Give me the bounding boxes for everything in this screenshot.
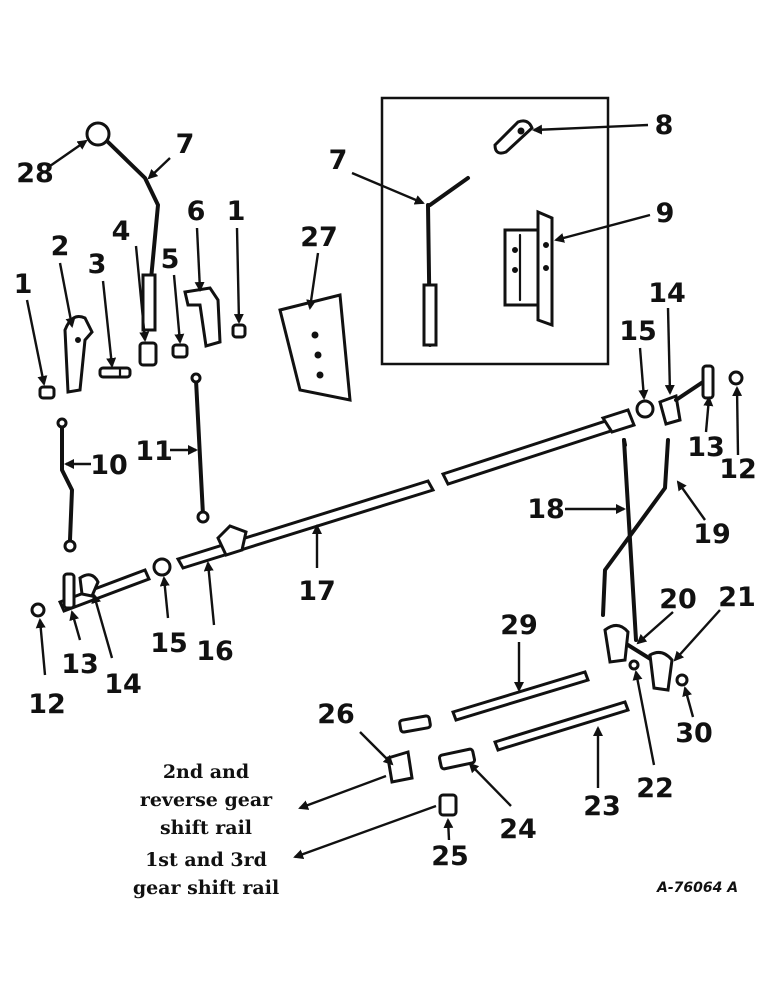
part-18-rod <box>622 438 638 642</box>
part-28-knob <box>85 121 111 147</box>
part-20-link <box>603 624 630 664</box>
part-27-plate <box>278 293 352 402</box>
callout-7-inset: 7 <box>329 145 348 176</box>
callout-20: 20 <box>659 584 697 615</box>
part-19-lever <box>601 438 670 617</box>
callout-13-right: 13 <box>687 432 725 463</box>
callout-5: 5 <box>161 244 180 275</box>
note-line: reverse gear <box>140 789 273 811</box>
part-25-block <box>438 793 458 817</box>
callout-7: 7 <box>176 129 195 160</box>
part-15-washer-right <box>635 399 655 419</box>
callout-17: 17 <box>298 576 336 607</box>
callout-9: 9 <box>656 198 675 229</box>
callout-19: 19 <box>693 519 731 550</box>
callout-4: 4 <box>112 216 131 247</box>
note-second-reverse-rail: 2nd and reverse gear shift rail <box>140 761 273 839</box>
part-13-pin-right <box>701 364 715 400</box>
part-26-block <box>386 750 414 784</box>
callout-14-left: 14 <box>104 669 142 700</box>
note-first-third-rail: 1st and 3rd gear shift rail <box>133 849 279 899</box>
callout-1-lower: 1 <box>14 269 33 300</box>
part-9-bracket <box>503 209 554 328</box>
note-line: 1st and 3rd <box>145 849 267 871</box>
part-8-knob <box>493 119 534 155</box>
callout-24: 24 <box>499 814 537 845</box>
callout-25: 25 <box>431 841 469 872</box>
part-16-shaft <box>57 568 152 613</box>
callout-23: 23 <box>583 791 621 822</box>
part-1-pin-upper <box>231 323 247 339</box>
inset-box <box>380 96 610 366</box>
callout-29: 29 <box>500 610 538 641</box>
part-2-bracket <box>63 315 94 394</box>
callout-2: 2 <box>51 231 70 262</box>
part-7-inset-lever <box>422 176 470 347</box>
part-30-nut <box>675 673 689 687</box>
callout-21: 21 <box>718 582 756 613</box>
part-11-rod <box>190 372 210 524</box>
callout-12-left: 12 <box>28 689 66 720</box>
callout-27: 27 <box>300 222 338 253</box>
part-14-lever-right <box>658 378 708 426</box>
callout-28: 28 <box>16 158 54 189</box>
part-12-nut-left <box>30 602 46 618</box>
part-21-link <box>626 643 674 692</box>
part-6-bracket <box>183 286 222 348</box>
part-4-spacer <box>138 341 158 367</box>
part-17-shaft <box>175 408 636 570</box>
callout-26: 26 <box>317 699 355 730</box>
callout-15-left: 15 <box>150 628 188 659</box>
callout-30: 30 <box>675 718 713 749</box>
callout-1-upper: 1 <box>227 196 246 227</box>
callout-3: 3 <box>88 249 107 280</box>
callout-13-left: 13 <box>61 649 99 680</box>
part-7-lever <box>106 140 160 332</box>
part-15-washer-left <box>152 557 172 577</box>
part-13-pin-left <box>62 572 76 610</box>
callout-14-right: 14 <box>648 278 686 309</box>
part-23-rod <box>493 700 630 752</box>
part-12-nut-right <box>728 370 744 386</box>
callout-16: 16 <box>196 636 234 667</box>
note-line: gear shift rail <box>133 877 279 899</box>
reference-code: A-76064 A <box>656 880 738 896</box>
note-line: 2nd and <box>163 761 249 783</box>
part-22-pin <box>628 659 640 671</box>
callout-22: 22 <box>636 773 674 804</box>
part-5 <box>171 343 189 359</box>
callout-18: 18 <box>527 494 565 525</box>
callout-6: 6 <box>187 196 206 227</box>
callout-10: 10 <box>90 450 128 481</box>
callout-12-right: 12 <box>719 454 757 485</box>
part-3-pin <box>98 366 132 379</box>
callout-15-right: 15 <box>619 316 657 347</box>
note-line: shift rail <box>160 817 252 839</box>
callout-8: 8 <box>655 110 674 141</box>
part-1-pin-lower <box>38 385 56 400</box>
leader-lines <box>25 123 743 859</box>
part-24-block <box>437 747 477 771</box>
callout-labels: 28 7 2 3 4 5 6 1 1 27 7 8 9 10 11 14 15 … <box>14 110 757 872</box>
callout-11: 11 <box>135 436 173 467</box>
part-29-rod <box>398 670 590 734</box>
part-10-rod <box>56 417 77 553</box>
